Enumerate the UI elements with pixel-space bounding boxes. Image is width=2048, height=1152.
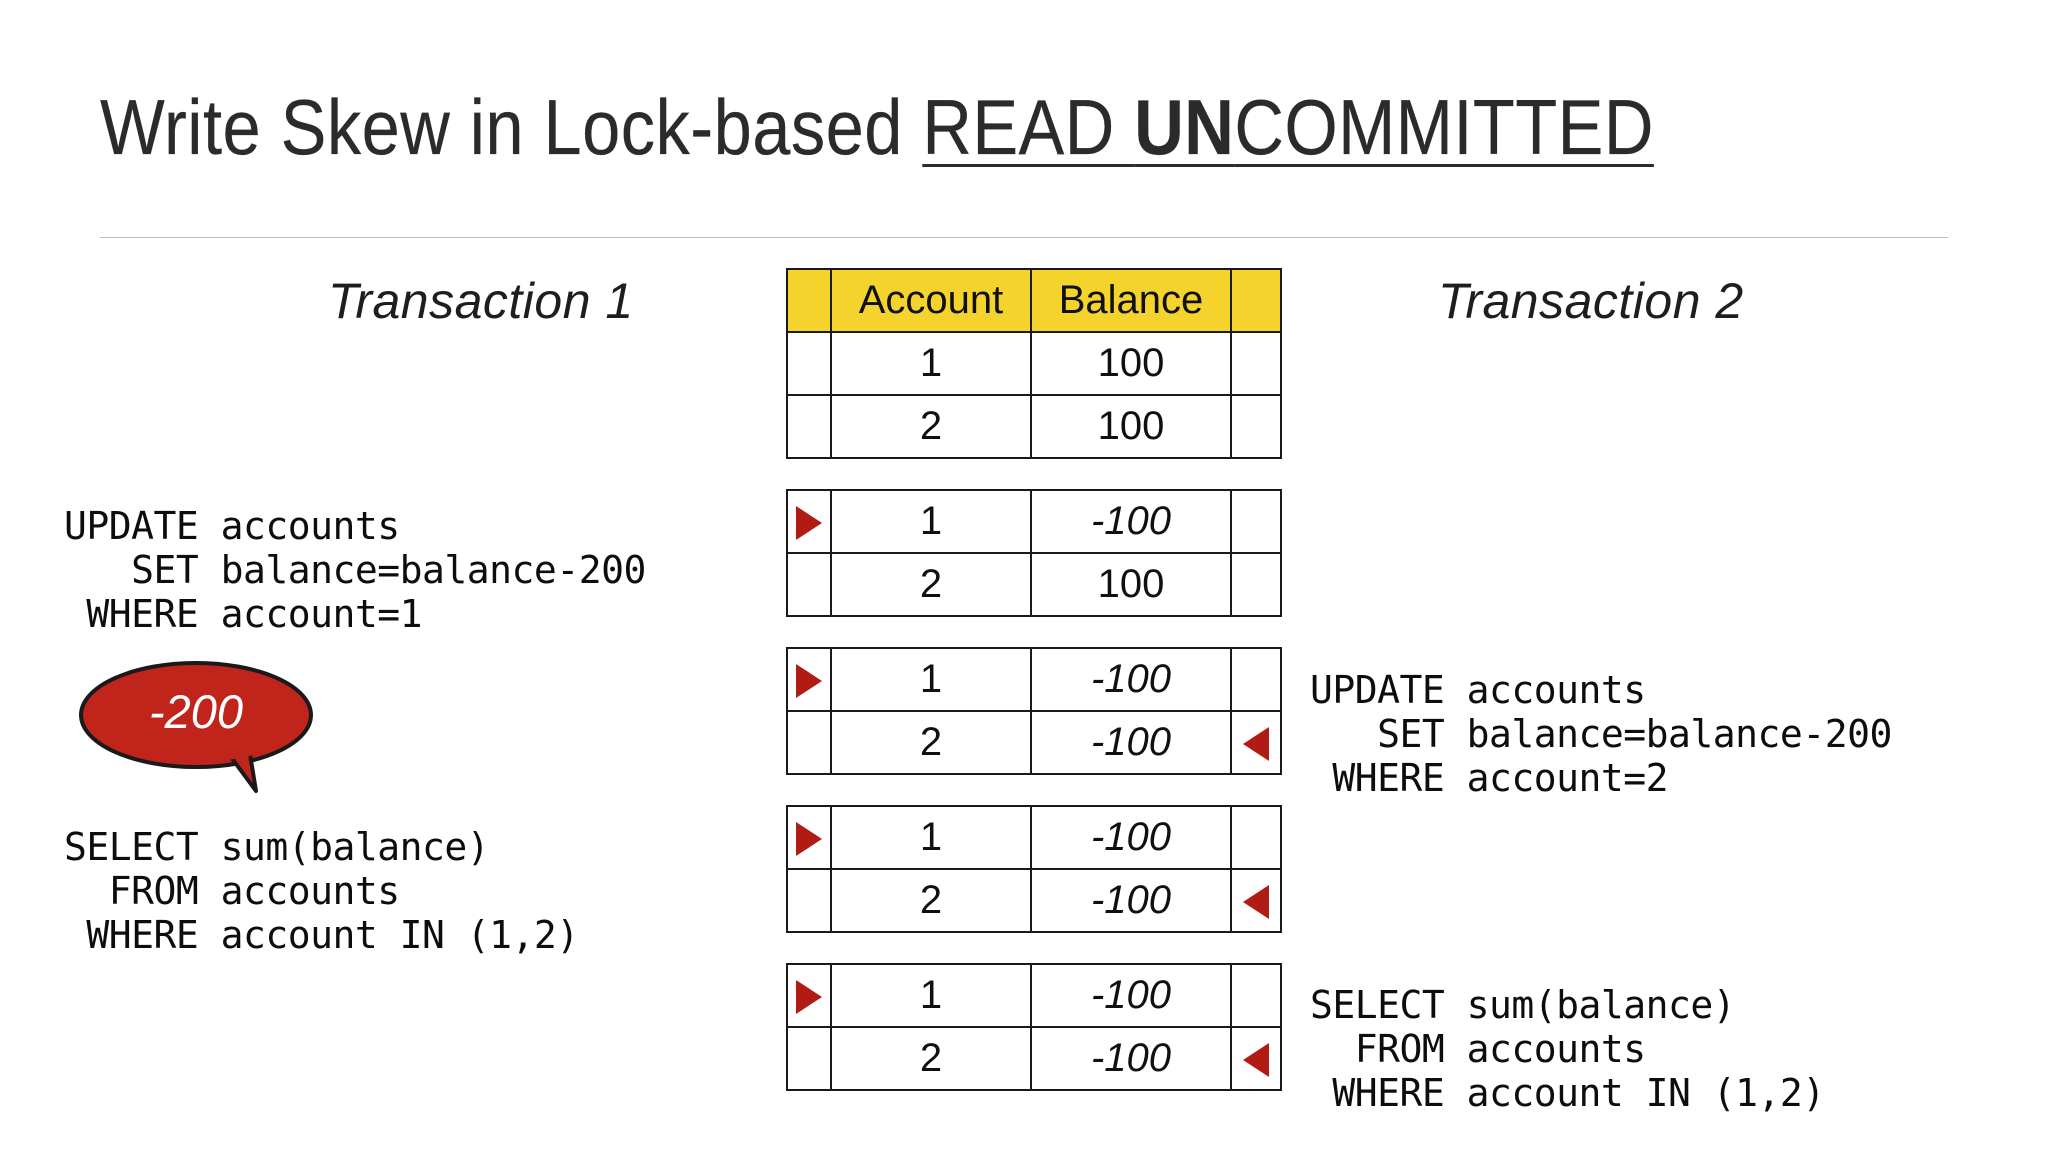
row-marker-right [1230,647,1282,712]
cell-account: 1 [830,647,1032,712]
cell-account: 2 [830,710,1032,775]
row-marker-left [786,805,832,870]
row-marker-right [1230,394,1282,459]
table-snapshot-gap [786,775,1280,805]
page-title-plain: Write Skew in Lock-based [100,83,923,171]
table-row: 1-100 [786,489,1282,554]
page-title: Write Skew in Lock-based READ UNCOMMITTE… [100,88,1654,166]
table-snapshot-gap [786,617,1280,647]
cell-account: 2 [830,868,1032,933]
row-marker-right [1230,805,1282,870]
table-header-marker-left [786,268,832,333]
row-marker-left [786,868,832,933]
triangle-right-icon [796,822,822,857]
row-marker-left [786,489,832,554]
table-header-account: Account [830,268,1032,333]
page-title-read: READ [922,83,1135,171]
transaction-1-update-statement: UPDATE accounts SET balance=balance-200 … [64,504,646,637]
row-marker-right [1230,710,1282,775]
transaction-2-heading: Transaction 2 [1438,273,1744,329]
table-row: 1-100 [786,963,1282,1028]
table-header-marker-right [1230,268,1282,333]
table-row: 2-100 [786,1026,1282,1091]
row-marker-right [1230,963,1282,1028]
row-marker-left [786,963,832,1028]
row-marker-right [1230,552,1282,617]
cell-balance: -100 [1030,963,1232,1028]
cell-balance: -100 [1030,1026,1232,1091]
cell-account: 2 [830,394,1032,459]
cell-balance: 100 [1030,552,1232,617]
table-snapshot-gap [786,459,1280,489]
cell-balance: -100 [1030,710,1232,775]
table-row: 2-100 [786,868,1282,933]
row-marker-left [786,331,832,396]
speech-bubble-icon [79,661,313,793]
row-marker-left [786,647,832,712]
row-marker-right [1230,1026,1282,1091]
row-marker-left [786,394,832,459]
cell-account: 1 [830,489,1032,554]
cell-account: 1 [830,963,1032,1028]
page-title-committed: COMMITTED [1234,83,1654,171]
transaction-1-heading: Transaction 1 [328,273,634,329]
cell-account: 1 [830,331,1032,396]
table-snapshot-gap [786,933,1280,963]
row-marker-left [786,552,832,617]
transaction-1-select-statement: SELECT sum(balance) FROM accounts WHERE … [64,825,579,958]
row-marker-right [1230,331,1282,396]
cell-balance: -100 [1030,489,1232,554]
table-row: 1-100 [786,805,1282,870]
cell-balance: -100 [1030,868,1232,933]
cell-balance: -100 [1030,647,1232,712]
transaction-2-select-statement: SELECT sum(balance) FROM accounts WHERE … [1310,983,1825,1116]
triangle-left-icon [1243,1043,1269,1078]
row-marker-left [786,710,832,775]
cell-account: 1 [830,805,1032,870]
triangle-left-icon [1243,885,1269,920]
transaction-2-update-statement: UPDATE accounts SET balance=balance-200 … [1310,668,1892,801]
triangle-right-icon [796,664,822,699]
triangle-left-icon [1243,727,1269,762]
table-row: 1-100 [786,647,1282,712]
title-divider [100,237,1948,238]
triangle-right-icon [796,506,822,541]
cell-account: 2 [830,1026,1032,1091]
row-marker-right [1230,489,1282,554]
page-title-un-emphasis: UN [1134,83,1235,171]
cell-balance: -100 [1030,805,1232,870]
cell-balance: 100 [1030,331,1232,396]
cell-account: 2 [830,552,1032,617]
triangle-right-icon [796,980,822,1015]
row-marker-right [1230,868,1282,933]
row-marker-left [786,1026,832,1091]
write-skew-annotation-bubble: -200 [78,658,342,794]
table-header-balance: Balance [1030,268,1232,333]
cell-balance: 100 [1030,394,1232,459]
page-title-underlined: READ UNCOMMITTED [922,83,1654,171]
table-row: 2-100 [786,710,1282,775]
